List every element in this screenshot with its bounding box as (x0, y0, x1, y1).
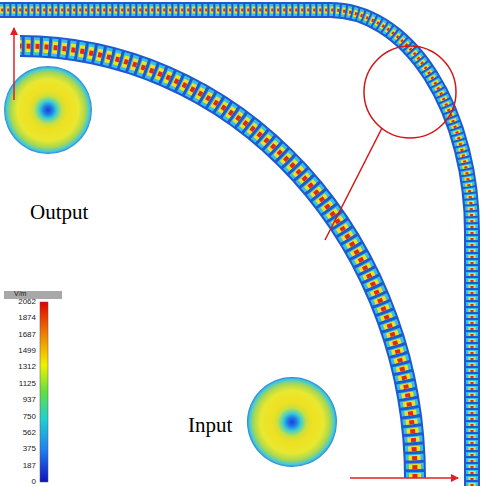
scale-value: 0 (6, 477, 36, 486)
output-arrow (13, 28, 15, 100)
scale-value: 1499 (6, 346, 36, 355)
colorbar (40, 302, 48, 482)
unit-label: V/m (14, 290, 26, 297)
output-mode-pattern (4, 66, 92, 154)
scale-value: 375 (6, 444, 36, 453)
scale-value: 562 (6, 428, 36, 437)
callout-circle (364, 46, 456, 138)
input-mode-pattern (247, 377, 337, 467)
scale-value: 750 (6, 412, 36, 421)
scale-value: 187 (6, 461, 36, 470)
scale-value: 1874 (6, 313, 36, 322)
callout-leader (325, 128, 382, 240)
input-arrow (350, 477, 458, 479)
scale-value: 1312 (6, 362, 36, 371)
scale-value: 2062 (6, 297, 36, 306)
scale-value: 1125 (6, 379, 36, 388)
port-label: Input (188, 413, 232, 438)
port-label: Output (30, 200, 88, 225)
outer-waveguide (0, 10, 472, 486)
scale-value: 937 (6, 395, 36, 404)
scale-value: 1687 (6, 330, 36, 339)
